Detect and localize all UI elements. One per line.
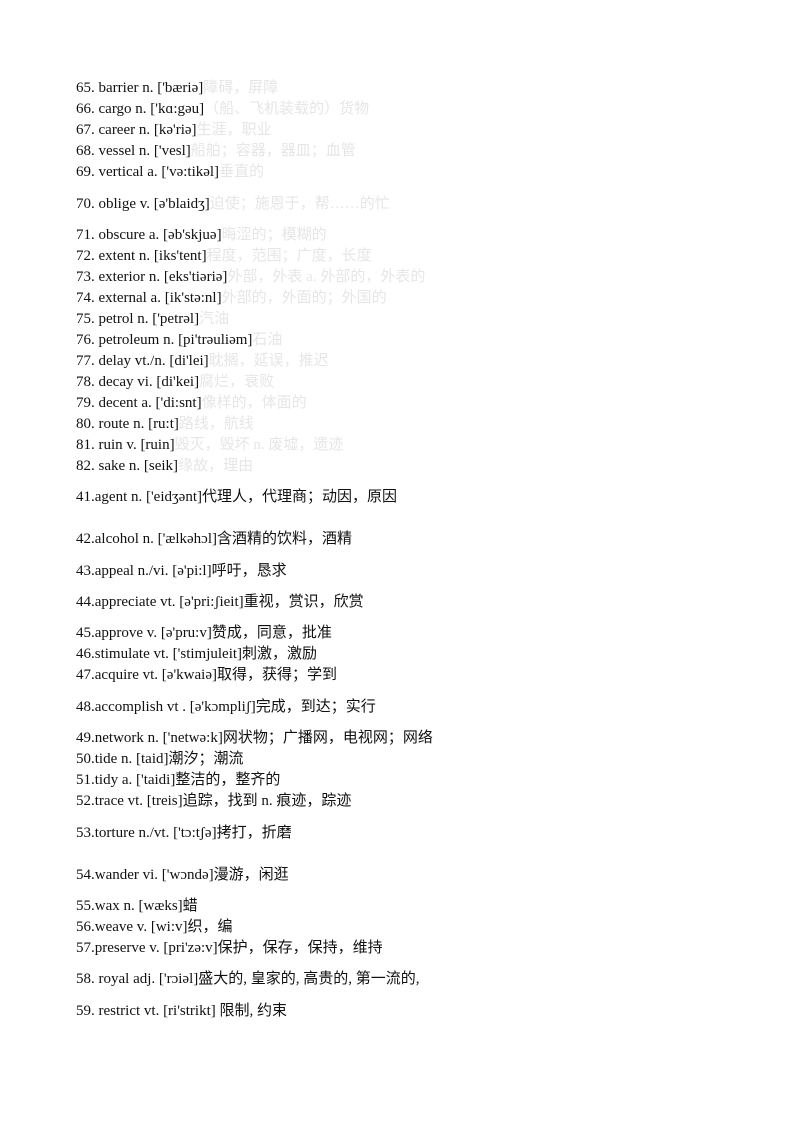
- entry-faint-gloss: 腐烂，衰败: [199, 374, 275, 390]
- entry-text: 69. vertical a. ['və:tikəl]: [76, 164, 220, 180]
- entry-faint-gloss: 障碍，屏障: [203, 80, 279, 96]
- vocab-entry: 70. oblige v. [ə'blaidʒ]迫使；施恩于，帮……的忙: [76, 195, 390, 213]
- entry-text: 76. petroleum n. [pi'trəuliəm]: [76, 332, 253, 348]
- vocab-entry: 43.appeal n./vi. [ə'pi:l]呼吁，恳求: [76, 562, 287, 580]
- vocab-entry: 54.wander vi. ['wɔndə]漫游，闲逛: [76, 866, 289, 884]
- entry-faint-gloss: 毁灭，毁坏 n. 废墟，遗迹: [174, 437, 344, 453]
- entry-faint-gloss: 石油: [252, 332, 283, 348]
- entry-text: 50.tide n. [taid]潮汐；潮流: [76, 751, 244, 767]
- entry-text: 66. cargo n. ['kɑ:gəu]: [76, 101, 205, 117]
- entry-faint-gloss: 垂直的: [219, 164, 265, 180]
- vocab-entry: 67. career n. [kə'riə]生涯，职业: [76, 121, 272, 139]
- entry-text: 65. barrier n. ['bæriə]: [76, 80, 204, 96]
- entry-text: 45.approve v. [ə'pru:v]赞成，同意，批准: [76, 625, 332, 641]
- entry-text: 51.tidy a. ['taidi]整洁的，整齐的: [76, 772, 281, 788]
- vocab-entry: 46.stimulate vt. ['stimjuleit]刺激，激励: [76, 645, 317, 663]
- entry-text: 82. sake n. [seik]: [76, 458, 179, 474]
- entry-faint-gloss: 耽搁，延误，推迟: [208, 353, 329, 369]
- entry-text: 79. decent a. ['di:snt]: [76, 395, 202, 411]
- entry-text: 41.agent n. ['eidʒənt]代理人，代理商；动因，原因: [76, 489, 397, 505]
- entry-text: 44.appreciate vt. [ə'pri:ʃieit]重视，赏识，欣赏: [76, 594, 364, 610]
- vocab-entry: 65. barrier n. ['bæriə]障碍，屏障: [76, 79, 278, 97]
- entry-faint-gloss: 晦涩的；模糊的: [221, 227, 327, 243]
- entry-text: 75. petrol n. ['petrəl]: [76, 311, 200, 327]
- entry-text: 77. delay vt./n. [di'lei]: [76, 353, 209, 369]
- entry-text: 70. oblige v. [ə'blaidʒ]: [76, 196, 210, 212]
- entry-text: 71. obscure a. [əb'skjuə]: [76, 227, 222, 243]
- entry-text: 73. exterior n. [eks'tiəriə]: [76, 269, 228, 285]
- vocab-entry: 48.accomplish vt . [ə'kɔmpliʃ]完成，到达；实行: [76, 698, 376, 716]
- entry-text: 80. route n. [ru:t]: [76, 416, 179, 432]
- entry-faint-gloss: 迫使；施恩于，帮……的忙: [209, 196, 390, 212]
- entry-faint-gloss: 汽油: [199, 311, 230, 327]
- vocab-entry: 76. petroleum n. [pi'trəuliəm]石油: [76, 331, 282, 349]
- vocab-entry: 49.network n. ['netwə:k]网状物；广播网，电视网；网络: [76, 729, 433, 747]
- vocab-entry: 53.torture n./vt. ['tɔ:tʃə]拷打，折磨: [76, 824, 292, 842]
- entry-faint-gloss: 路线，航线: [178, 416, 254, 432]
- entry-text: 68. vessel n. ['vesl]: [76, 143, 191, 159]
- vocab-entry: 57.preserve v. [pri'zə:v]保护，保存，保持，维持: [76, 939, 383, 957]
- vocab-entry: 41.agent n. ['eidʒənt]代理人，代理商；动因，原因: [76, 488, 397, 506]
- entry-text: 57.preserve v. [pri'zə:v]保护，保存，保持，维持: [76, 940, 383, 956]
- vocab-entry: 51.tidy a. ['taidi]整洁的，整齐的: [76, 771, 280, 789]
- vocab-entry: 73. exterior n. [eks'tiəriə]外部，外表 a. 外部的…: [76, 268, 425, 286]
- vocab-entry: 45.approve v. [ə'pru:v]赞成，同意，批准: [76, 624, 332, 642]
- vocab-entry: 68. vessel n. ['vesl]船舶；容器，器皿；血管: [76, 142, 356, 160]
- entry-text: 74. external a. [ik'stə:nl]: [76, 290, 222, 306]
- vocab-entry: 56.weave v. [wi:v]织，编: [76, 918, 233, 936]
- vocab-entry: 58. royal adj. ['rɔiəl]盛大的, 皇家的, 高贵的, 第一…: [76, 970, 420, 988]
- entry-text: 72. extent n. [iks'tent]: [76, 248, 207, 264]
- entry-text: 53.torture n./vt. ['tɔ:tʃə]拷打，折磨: [76, 825, 292, 841]
- vocab-entry: 75. petrol n. ['petrəl]汽油: [76, 310, 229, 328]
- vocab-entry: 71. obscure a. [əb'skjuə]晦涩的；模糊的: [76, 226, 327, 244]
- vocab-entry: 66. cargo n. ['kɑ:gəu]（船、飞机装载的）货物: [76, 100, 369, 118]
- vocab-entry: 81. ruin v. [ruin]毁灭，毁坏 n. 废墟，遗迹: [76, 436, 343, 454]
- vocab-entry: 52.trace vt. [treis]追踪，找到 n. 痕迹，踪迹: [76, 792, 351, 810]
- entry-faint-gloss: 缘故，理由: [178, 458, 254, 474]
- entry-text: 42.alcohol n. ['ælkəhɔl]含酒精的饮料，酒精: [76, 531, 352, 547]
- entry-faint-gloss: 外部的，外面的；外国的: [221, 290, 387, 306]
- entry-text: 55.wax n. [wæks]蜡: [76, 898, 198, 914]
- entry-faint-gloss: （船、飞机装载的）货物: [204, 101, 370, 117]
- entry-text: 78. decay vi. [di'kei]: [76, 374, 200, 390]
- entry-text: 54.wander vi. ['wɔndə]漫游，闲逛: [76, 867, 289, 883]
- vocab-entry: 50.tide n. [taid]潮汐；潮流: [76, 750, 243, 768]
- entry-faint-gloss: 外部，外表 a. 外部的，外表的: [227, 269, 426, 285]
- vocab-entry: 47.acquire vt. [ə'kwaiə]取得，获得；学到: [76, 666, 337, 684]
- vocab-entry: 74. external a. [ik'stə:nl]外部的，外面的；外国的: [76, 289, 387, 307]
- vocab-entry: 78. decay vi. [di'kei]腐烂，衰败: [76, 373, 274, 391]
- entry-faint-gloss: 程度，范围；广度，长度: [206, 248, 372, 264]
- entry-faint-gloss: 像样的，体面的: [201, 395, 307, 411]
- vocab-entry: 59. restrict vt. [ri'strikt] 限制, 约束: [76, 1002, 287, 1020]
- vocab-entry: 79. decent a. ['di:snt]像样的，体面的: [76, 394, 307, 412]
- vocab-entry: 77. delay vt./n. [di'lei]耽搁，延误，推迟: [76, 352, 329, 370]
- vocab-entry: 69. vertical a. ['və:tikəl]垂直的: [76, 163, 264, 181]
- entry-text: 58. royal adj. ['rɔiəl]盛大的, 皇家的, 高贵的, 第一…: [76, 971, 420, 987]
- vocab-entry: 42.alcohol n. ['ælkəhɔl]含酒精的饮料，酒精: [76, 530, 352, 548]
- entry-text: 46.stimulate vt. ['stimjuleit]刺激，激励: [76, 646, 318, 662]
- entry-text: 67. career n. [kə'riə]: [76, 122, 197, 138]
- entry-faint-gloss: 船舶；容器，器皿；血管: [190, 143, 356, 159]
- entry-text: 81. ruin v. [ruin]: [76, 437, 175, 453]
- entry-text: 56.weave v. [wi:v]织，编: [76, 919, 233, 935]
- entry-text: 47.acquire vt. [ə'kwaiə]取得，获得；学到: [76, 667, 337, 683]
- vocab-entry: 72. extent n. [iks'tent]程度，范围；广度，长度: [76, 247, 372, 265]
- entry-faint-gloss: 生涯，职业: [196, 122, 272, 138]
- entry-text: 48.accomplish vt . [ə'kɔmpliʃ]完成，到达；实行: [76, 699, 376, 715]
- entry-text: 59. restrict vt. [ri'strikt] 限制, 约束: [76, 1003, 288, 1019]
- vocab-entry: 55.wax n. [wæks]蜡: [76, 897, 198, 915]
- vocab-entry: 82. sake n. [seik]缘故，理由: [76, 457, 253, 475]
- entry-text: 49.network n. ['netwə:k]网状物；广播网，电视网；网络: [76, 730, 433, 746]
- entry-text: 43.appeal n./vi. [ə'pi:l]呼吁，恳求: [76, 563, 287, 579]
- vocab-entry: 80. route n. [ru:t]路线，航线: [76, 415, 254, 433]
- entry-text: 52.trace vt. [treis]追踪，找到 n. 痕迹，踪迹: [76, 793, 352, 809]
- vocab-entry: 44.appreciate vt. [ə'pri:ʃieit]重视，赏识，欣赏: [76, 593, 364, 611]
